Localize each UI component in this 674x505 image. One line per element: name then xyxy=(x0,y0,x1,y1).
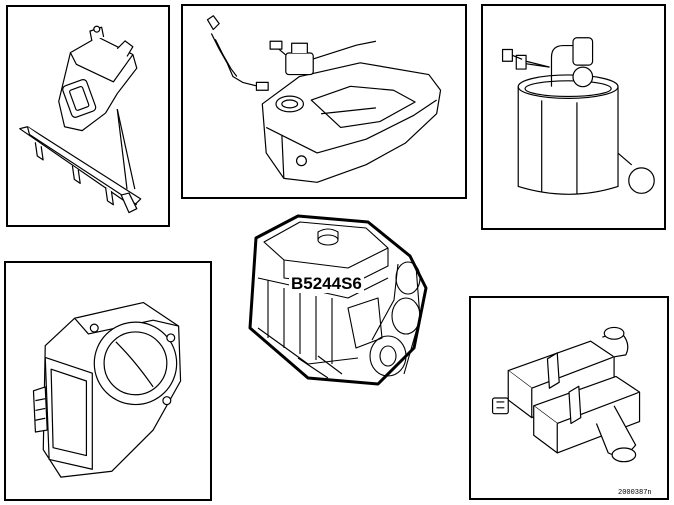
engine-code-label: B5244S6 xyxy=(289,274,364,293)
throttle-body-drawing xyxy=(6,263,210,499)
panel-throttle-body xyxy=(4,261,212,501)
panel-fuel-rail-injector xyxy=(6,5,170,227)
coolant-valve-drawing xyxy=(471,298,667,498)
fuel-rail-injector-drawing xyxy=(8,7,168,225)
panel-coolant-valve xyxy=(469,296,669,500)
fuel-tank-drawing xyxy=(183,6,465,197)
fuel-pump-drawing xyxy=(483,6,664,228)
figure-reference-code: 2000387n xyxy=(618,489,652,497)
panel-fuel-pump xyxy=(481,4,666,230)
engine-drawing xyxy=(238,208,438,393)
panel-fuel-tank xyxy=(181,4,467,199)
